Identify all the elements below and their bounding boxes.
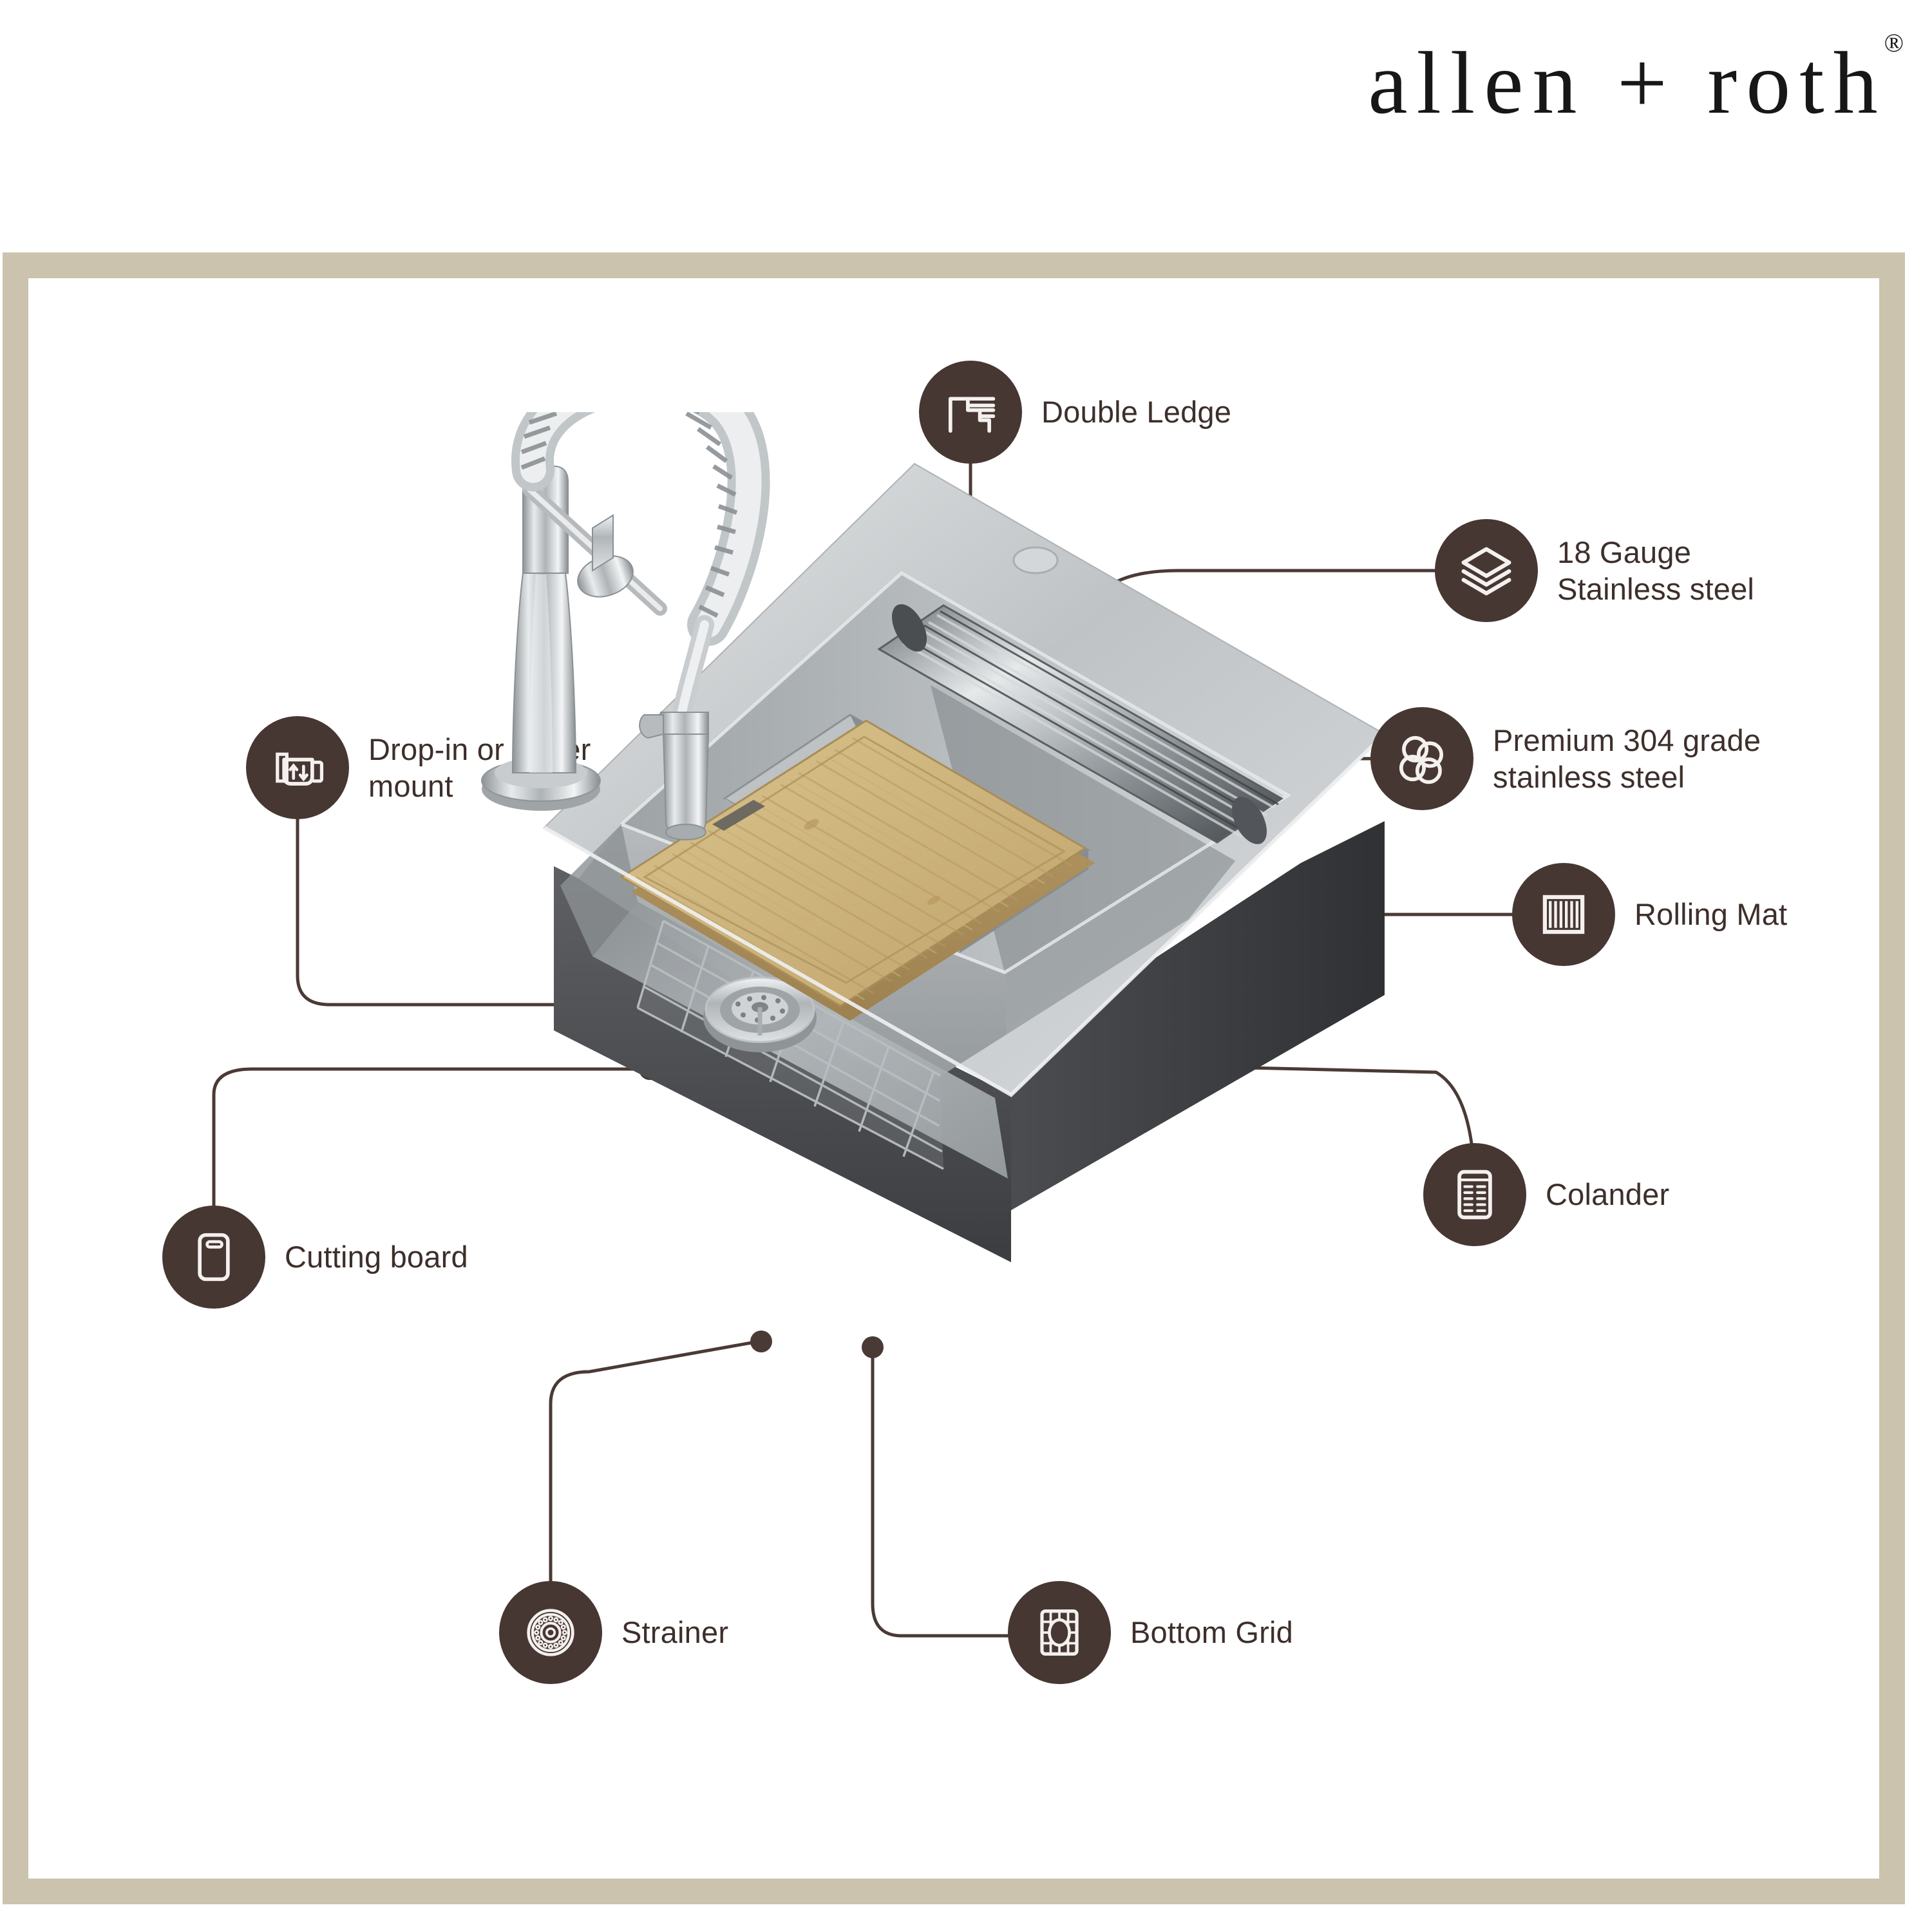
callout-cutting-board[interactable]: Cutting board (162, 1206, 468, 1309)
cutting-board-icon (162, 1206, 265, 1309)
brand-name: allen + roth (1368, 33, 1887, 132)
callout-label: Colander (1546, 1177, 1670, 1212)
sink-product-illustration (481, 412, 1387, 1262)
molecule-icon (1370, 707, 1473, 810)
rolling-mat (877, 604, 1283, 844)
strainer-icon (499, 1581, 602, 1684)
rolling-mat-icon (1512, 863, 1615, 966)
callout-bottom-grid[interactable]: Bottom Grid (1008, 1581, 1293, 1684)
callout-label: Premium 304 grade stainless steel (1493, 723, 1761, 794)
sink-strainer (703, 976, 817, 1052)
callout-premium-304[interactable]: Premium 304 grade stainless steel (1370, 707, 1761, 810)
faucet-spring-coil (511, 412, 770, 646)
callout-label: Cutting board (285, 1240, 468, 1274)
layers-icon (1435, 519, 1538, 622)
pull-down-faucet (481, 412, 770, 840)
callout-colander[interactable]: Colander (1423, 1143, 1669, 1246)
double-ledge-icon (919, 361, 1022, 464)
colander-icon (1423, 1143, 1526, 1246)
deck-front-bevel (543, 732, 1387, 1097)
cutting-board-handle-slot (712, 800, 765, 831)
callout-double-ledge[interactable]: Double Ledge (919, 361, 1231, 464)
callout-label: Double Ledge (1041, 395, 1232, 430)
brand-logo-text: allen + roth® (1368, 30, 1906, 128)
callout-label: Strainer (621, 1615, 729, 1650)
bottom-grid-icon (1008, 1581, 1111, 1684)
cutting-board (620, 719, 1095, 1021)
brand-logo: allen + roth® (0, 30, 1906, 128)
callout-strainer[interactable]: Strainer (499, 1581, 728, 1684)
callout-label: Bottom Grid (1130, 1615, 1293, 1650)
callout-rolling-mat[interactable]: Rolling Mat (1512, 863, 1787, 966)
sink-right-side (1005, 821, 1385, 1214)
registered-trademark-icon: ® (1884, 28, 1904, 57)
callout-18-gauge[interactable]: 18 Gauge Stainless steel (1435, 519, 1754, 622)
callout-label: 18 Gauge Stainless steel (1557, 535, 1755, 606)
mount-icon (246, 716, 349, 819)
faucet-spray-head (639, 712, 710, 840)
deck-accessory-hole (1012, 546, 1059, 574)
callout-label: Rolling Mat (1634, 897, 1788, 932)
